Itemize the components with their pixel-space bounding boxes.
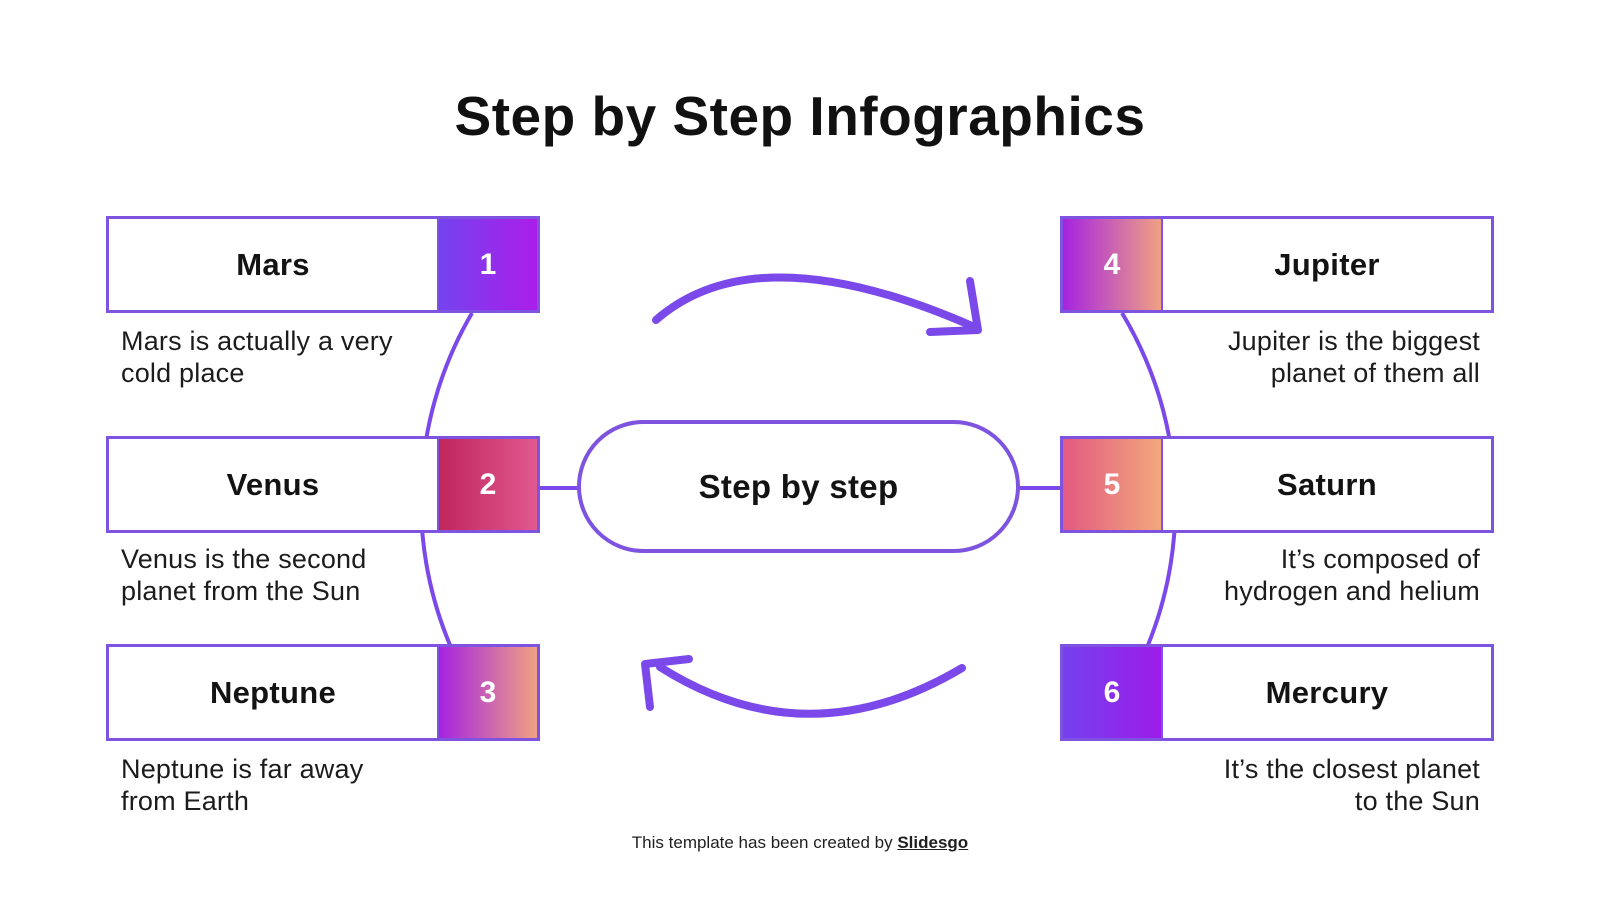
- page-title: Step by Step Infographics: [454, 85, 1146, 147]
- step-description: Neptune is far away from Earth: [121, 754, 364, 816]
- step-name: Jupiter: [1274, 246, 1380, 282]
- step-description: It’s the closest planet to the Sun: [1223, 754, 1480, 816]
- arrow-bottom-shaft: [656, 663, 966, 718]
- step-number-badge: 5: [1063, 439, 1163, 530]
- arrow-top-shaft: [652, 273, 976, 330]
- step-box-jupiter: 4 Jupiter: [1060, 216, 1494, 313]
- step-number-badge: 3: [437, 647, 537, 738]
- step-name: Venus: [226, 466, 320, 502]
- arrow-top-head-icon: [926, 277, 982, 336]
- step-box-mars: Mars 1: [106, 216, 540, 313]
- footer-credit-text: This template has been created by: [631, 833, 898, 852]
- footer-credit: This template has been created by Slides…: [0, 833, 1600, 853]
- step-number-badge: 1: [437, 219, 537, 310]
- step-box-neptune: Neptune 3: [106, 644, 540, 741]
- arrow-bottom-head-icon: [641, 655, 693, 711]
- step-description: It’s composed of hydrogen and helium: [1224, 544, 1480, 606]
- step-description: Jupiter is the biggest planet of them al…: [1227, 326, 1480, 388]
- step-number-badge: 4: [1063, 219, 1163, 310]
- step-name: Neptune: [209, 674, 337, 710]
- step-description: Mars is actually a very cold place: [121, 326, 393, 388]
- step-box-mercury: 6 Mercury: [1060, 644, 1494, 741]
- center-pill: Step by step: [577, 420, 1020, 553]
- step-description: Venus is the second planet from the Sun: [121, 544, 367, 606]
- slidesgo-link[interactable]: Slidesgo: [897, 833, 969, 852]
- step-name: Mercury: [1265, 674, 1389, 710]
- step-box-venus: Venus 2: [106, 436, 540, 533]
- step-name: Saturn: [1277, 466, 1377, 502]
- step-number-badge: 2: [437, 439, 537, 530]
- step-number-badge: 6: [1063, 647, 1163, 738]
- step-name: Mars: [236, 246, 310, 282]
- step-box-saturn: 5 Saturn: [1060, 436, 1494, 533]
